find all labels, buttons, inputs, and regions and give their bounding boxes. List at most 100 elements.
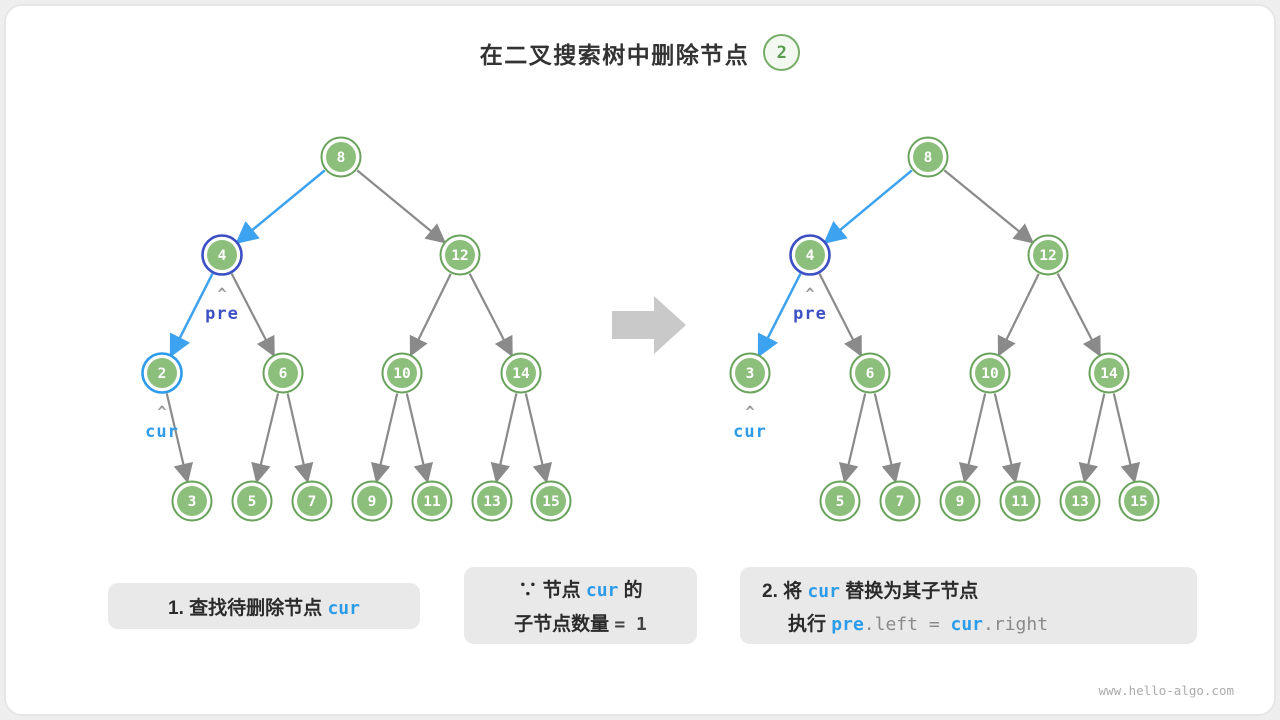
tree-edge: [165, 393, 193, 484]
node-value: 6: [279, 366, 288, 382]
node-value: 15: [1130, 494, 1147, 510]
tree-edge: [873, 393, 901, 484]
tree-node-15: 15: [530, 480, 572, 522]
tree-edge: [356, 169, 447, 244]
caption-segment: 2. 将: [762, 580, 808, 602]
tree-node-12: 12: [439, 234, 481, 276]
tree-node-13: 13: [1059, 480, 1101, 522]
caption-segment: 子节点数量: [514, 614, 615, 635]
tree-node-14: 14: [500, 352, 542, 394]
node-value: 5: [248, 494, 257, 510]
transform-arrow-icon: [612, 296, 686, 354]
tree-node-15: 15: [1118, 480, 1160, 522]
node-value: 2: [158, 366, 167, 382]
node-value: 14: [512, 366, 530, 382]
tree-before: 8 4 12 2 6 10 14 3 5 7 9 11 13 15 ^ pre ^cur: [141, 136, 572, 522]
caption-segment: 的: [618, 580, 643, 601]
node-value: 9: [956, 494, 965, 510]
tree-edge: [959, 393, 987, 484]
tree-node-2: 2: [141, 352, 183, 394]
tree-node-6: 6: [849, 352, 891, 394]
caption-line: ∵ 节点 cur 的: [518, 575, 642, 602]
tree-edge: [823, 169, 913, 244]
caption-segment: 替换为其子节点: [839, 580, 979, 602]
pointer-caret-icon: ^: [805, 285, 814, 303]
pointer-caret-icon: ^: [157, 403, 166, 421]
tree-edge: [235, 169, 326, 245]
tree-edge: [251, 393, 280, 484]
pre-pointer: ^pre: [793, 285, 827, 324]
node-value: 11: [1011, 494, 1029, 510]
tree-node-12: 12: [1027, 234, 1069, 276]
node-value: 8: [337, 150, 346, 166]
node-value: 15: [542, 494, 559, 510]
tree-edge: [468, 273, 513, 357]
node-value: 13: [1071, 494, 1088, 510]
tree-node-11: 11: [999, 480, 1041, 522]
caption-segment: ∵ 节点: [518, 580, 586, 601]
pointer-label: pre: [205, 304, 239, 324]
caption-segment: cur: [950, 613, 984, 635]
node-value: 7: [896, 494, 905, 510]
page-title: 在二叉搜索树中删除节点: [479, 41, 750, 68]
node-value: 9: [368, 494, 377, 510]
node-value: 14: [1100, 366, 1118, 382]
node-value: 4: [806, 248, 815, 264]
caption-step-1: 1. 查找待删除节点 cur: [108, 583, 420, 629]
caption-segment: = 1: [614, 614, 647, 635]
tree-node-6: 6: [262, 352, 304, 394]
tree-edge: [839, 393, 867, 484]
tree-node-11: 11: [411, 480, 453, 522]
node-value: 3: [188, 494, 197, 510]
tree-edge: [286, 393, 314, 484]
node-value: 13: [483, 494, 500, 510]
tree-node-10: 10: [969, 352, 1011, 394]
tree-edge: [993, 393, 1021, 484]
tree-node-13: 13: [471, 480, 513, 522]
tree-edge: [409, 273, 452, 357]
tree-edge: [169, 273, 214, 358]
tree-node-7: 7: [879, 480, 921, 522]
caption-segment: .left =: [863, 613, 951, 635]
caption-segment: 执行: [788, 613, 832, 635]
tree-node-9: 9: [939, 480, 981, 522]
caption-step-2: 2. 将 cur 替换为其子节点执行 pre.left = cur.right: [740, 567, 1197, 644]
caption-segment: pre: [831, 613, 864, 635]
caption-line: 执行 pre.left = cur.right: [762, 609, 1048, 636]
tree-edge: [1056, 273, 1101, 357]
figure-title-row: 在二叉搜索树中删除节点 2: [0, 34, 1280, 71]
caption-line: 子节点数量 = 1: [514, 609, 647, 636]
caption-segment: .right: [983, 613, 1049, 635]
tree-edge: [1078, 393, 1106, 484]
tree-node-10: 10: [381, 352, 423, 394]
tree-edge: [490, 393, 518, 484]
tree-edge: [997, 273, 1040, 357]
tree-node-3: 3: [171, 480, 213, 522]
tree-edge: [405, 393, 433, 484]
tree-node-8: 8: [907, 136, 949, 178]
node-value: 6: [866, 366, 875, 382]
tree-node-3: 3: [729, 352, 771, 394]
step-badge: 2: [763, 34, 801, 71]
caption-segment: cur: [585, 580, 619, 601]
node-value: 12: [451, 248, 468, 264]
caption-line: 2. 将 cur 替换为其子节点: [762, 576, 978, 603]
pointer-caret-icon: ^: [745, 403, 754, 421]
pointer-label: cur: [733, 422, 767, 442]
cur-pointer: ^cur: [145, 403, 178, 442]
node-value: 4: [218, 248, 227, 264]
pointer-label: pre: [793, 304, 827, 324]
tree-node-5: 5: [819, 480, 861, 522]
tree-node-4: 4: [789, 234, 831, 276]
node-value: 5: [836, 494, 845, 510]
caption-condition: ∵ 节点 cur 的子节点数量 = 1: [464, 567, 697, 644]
tree-edge: [818, 273, 862, 357]
tree-edge: [943, 169, 1035, 244]
tree-node-4: 4: [201, 234, 243, 276]
node-value: 11: [423, 494, 441, 510]
tree-node-5: 5: [231, 480, 273, 522]
node-value: 7: [308, 494, 317, 510]
node-value: 10: [981, 366, 998, 382]
